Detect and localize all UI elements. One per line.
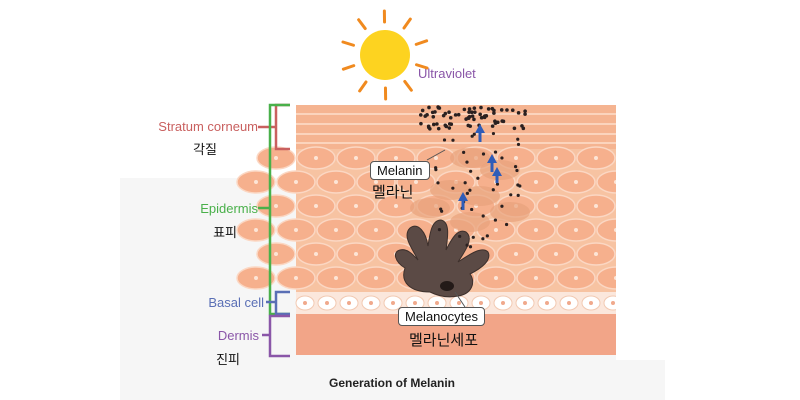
stratum-corneum-label: Stratum corneum bbox=[158, 119, 258, 134]
upward-arrows bbox=[458, 124, 502, 210]
melanin-callout: Melanin bbox=[370, 161, 430, 180]
dermis-label: Dermis bbox=[217, 328, 259, 343]
stratum-corneum-bracket bbox=[258, 103, 290, 151]
sun-icon bbox=[341, 9, 429, 101]
melanin-ko-label: 멜라닌 bbox=[372, 184, 414, 201]
basal-cell-label: Basal cell bbox=[208, 295, 264, 310]
melanin-granules bbox=[418, 105, 527, 249]
melanocyte-leader bbox=[454, 291, 466, 308]
epidermis-label: Epidermis bbox=[200, 201, 258, 216]
stratum-corneum-layer bbox=[296, 105, 616, 149]
epidermis-ko-label: 표피 bbox=[213, 225, 237, 240]
diagram-caption: Generation of Melanin bbox=[329, 376, 456, 390]
basal-cell-bracket bbox=[266, 290, 290, 316]
ultraviolet-label: Ultraviolet bbox=[418, 66, 476, 81]
dermis-bracket bbox=[262, 314, 290, 358]
dermis-ko-label: 진피 bbox=[216, 352, 240, 367]
stratum-corneum-ko-label: 각질 bbox=[193, 142, 217, 157]
melanocyte-cell bbox=[394, 219, 490, 298]
melanocytes-ko-label: 멜라닌세포 bbox=[409, 332, 479, 349]
melanocytes-callout: Melanocytes bbox=[398, 307, 485, 326]
melanin-leader bbox=[426, 149, 446, 161]
